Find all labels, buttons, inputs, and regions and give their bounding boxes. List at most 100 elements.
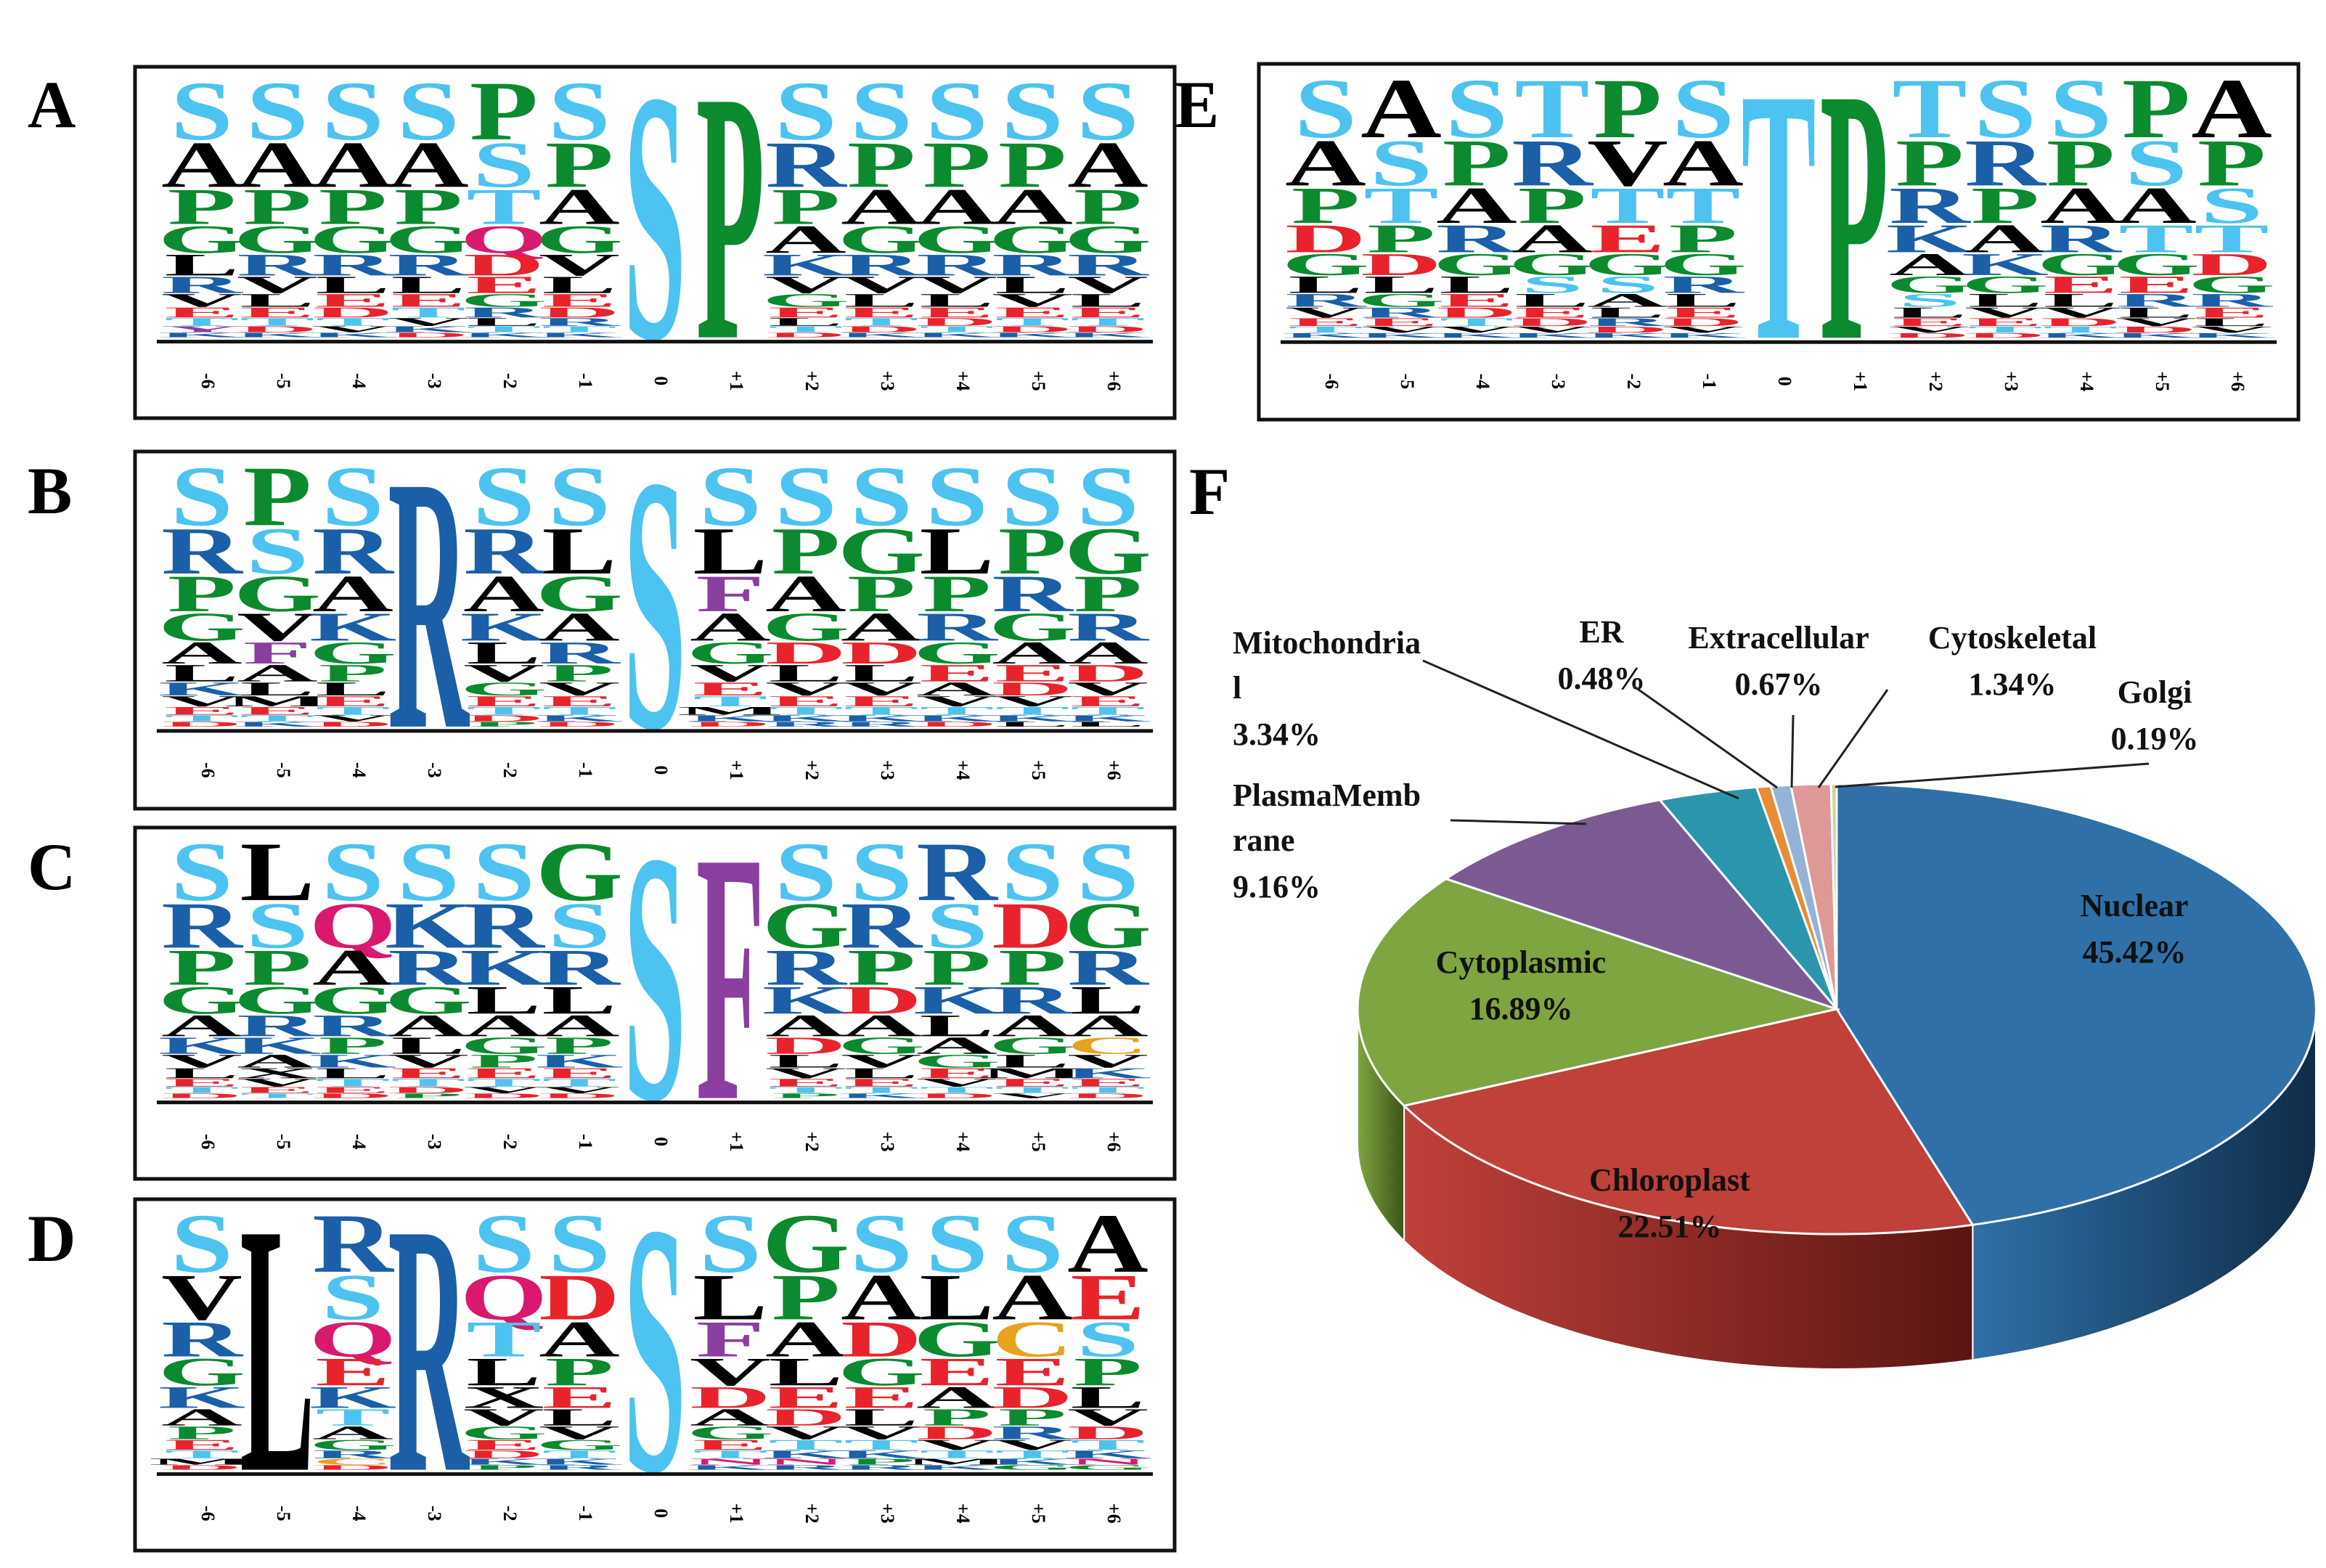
residue-glyph: V [841,1422,922,1443]
residue-glyph: T [164,713,239,723]
residue-glyph: V [237,1076,318,1089]
position-tick-label: -5 [273,373,294,389]
residue-glyph: V [1662,324,1744,335]
residue-glyph: K [1064,331,1151,339]
residue-glyph: P [319,659,387,687]
position-tick-label: +4 [952,1132,974,1152]
position-tick-label: +1 [726,1503,747,1524]
residue-glyph: R [2115,290,2198,311]
residue-glyph: T [1070,704,1145,717]
residue-glyph: R [161,889,243,962]
residue-glyph: T [844,1085,919,1095]
residue-glyph: S [1445,61,1508,156]
residue-glyph: L [920,1261,995,1334]
position-tick-label: +5 [1028,1132,1049,1152]
residue-glyph: A [765,218,846,262]
residue-glyph: L [466,635,541,671]
residue-glyph: K [687,713,774,723]
residue-glyph: L [2119,304,2194,321]
panel-frame [1257,62,2301,422]
residue-glyph: E [768,1380,843,1415]
residue-glyph: E [1363,316,1438,329]
residue-glyph: L [844,290,919,311]
residue-glyph: K [536,1050,623,1071]
residue-glyph: D [992,324,1073,335]
residue-glyph: P [998,514,1066,588]
residue-glyph: L [542,514,617,588]
residue-glyph: F [243,635,311,671]
residue-glyph: D [916,1422,997,1443]
residue-glyph: P [923,939,991,995]
residue-glyph: P [1669,216,1737,261]
residue-glyph: K [1064,713,1151,723]
residue-glyph: S [926,889,988,962]
residue-glyph: V [841,678,922,700]
position-tick-label: -1 [575,1134,596,1150]
residue-glyph: R [765,128,847,201]
residue-glyph: R [539,939,621,995]
residue-glyph: G [838,514,925,588]
residue-glyph: R [312,514,395,588]
pie-leader-line [1835,762,2150,788]
residue-glyph: P [470,720,538,728]
position-tick-label: -1 [575,1506,596,1522]
residue-glyph: K [687,1463,774,1471]
position-tick-label: +1 [1850,371,1871,391]
residue-glyph: A [1067,1008,1148,1043]
pie-label-percent: 16.89% [1469,991,1573,1026]
logo-column: P [1820,14,1888,417]
residue-glyph: T [467,178,542,234]
residue-glyph: V [463,1404,544,1431]
residue-glyph: P [1518,177,1586,234]
residue-glyph: S [624,401,686,806]
residue-glyph: S [699,1196,762,1291]
residue-glyph: K [762,979,849,1023]
residue-glyph: D [161,1092,242,1100]
residue-glyph: D [1511,316,1593,329]
residue-glyph: S [1001,448,1064,544]
residue-glyph: T [995,315,1070,328]
residue-glyph: A [1662,126,1744,200]
position-tick-label: -6 [197,1506,219,1522]
residue-glyph: T [165,1085,240,1095]
pie-label-percent: 0.19% [2111,721,2199,756]
panel-frame [133,825,1177,1181]
residue-glyph: G [913,635,1000,671]
residue-glyph: D [1360,247,1442,282]
residue-glyph: A [916,1032,997,1059]
residue-glyph: K [838,331,925,339]
residue-glyph: E [844,693,919,709]
residue-glyph: L [920,290,995,311]
residue-glyph: T [995,704,1069,717]
residue-glyph: P [394,1092,462,1100]
residue-glyph: G [309,635,396,671]
pie-leader-line [1422,659,1739,800]
residue-glyph: S [171,64,233,158]
residue-glyph: D [916,720,997,728]
residue-glyph: G [1584,247,1671,282]
pie-label-percent: 22.51% [1618,1209,1722,1244]
residue-glyph: A [388,128,469,201]
residue-glyph: S [2125,126,2187,200]
position-tick-label: -2 [499,373,521,389]
residue-glyph: G [913,218,1000,262]
pie-label-percent: 9.16% [1233,869,1321,905]
residue-glyph: L [2194,316,2269,329]
residue-glyph: F [696,565,764,623]
residue-glyph: L [542,1404,616,1431]
residue-glyph: L [769,659,844,687]
residue-glyph: T [769,1085,844,1095]
residue-glyph: D [916,1092,997,1100]
